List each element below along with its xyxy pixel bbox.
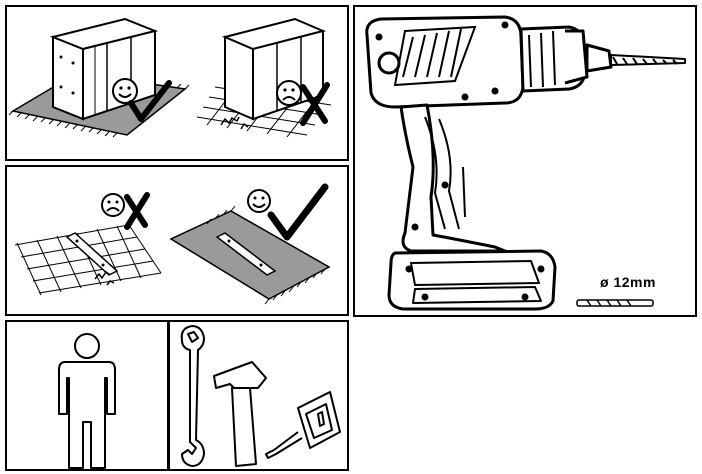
part-on-grid-floor-illustration <box>15 225 161 295</box>
persons-required-panel <box>5 320 169 471</box>
wrench-icon <box>182 326 204 466</box>
person-icon <box>59 334 115 468</box>
tape-measure-icon <box>266 392 340 458</box>
sad-face-icon <box>102 194 124 216</box>
tools-required-panel <box>168 320 349 471</box>
storage-instruction-panel <box>5 5 349 161</box>
surface-instruction-panel <box>5 165 349 316</box>
part-on-mat-illustration <box>171 206 329 304</box>
drill-tool-panel <box>353 5 697 317</box>
drill-bit-icon <box>577 300 653 306</box>
smiley-face-icon <box>113 79 137 103</box>
check-mark-icon <box>271 187 325 237</box>
cabinet-on-mat-illustration <box>9 19 189 137</box>
hammer-icon <box>214 362 266 466</box>
smiley-face-icon <box>248 190 270 212</box>
cross-mark-icon <box>127 195 147 227</box>
cabinet-on-floor-illustration <box>197 19 331 137</box>
cordless-drill-icon <box>367 17 685 309</box>
sad-face-icon <box>277 81 301 105</box>
drill-bit-size-label: ø 12mm <box>600 274 656 290</box>
